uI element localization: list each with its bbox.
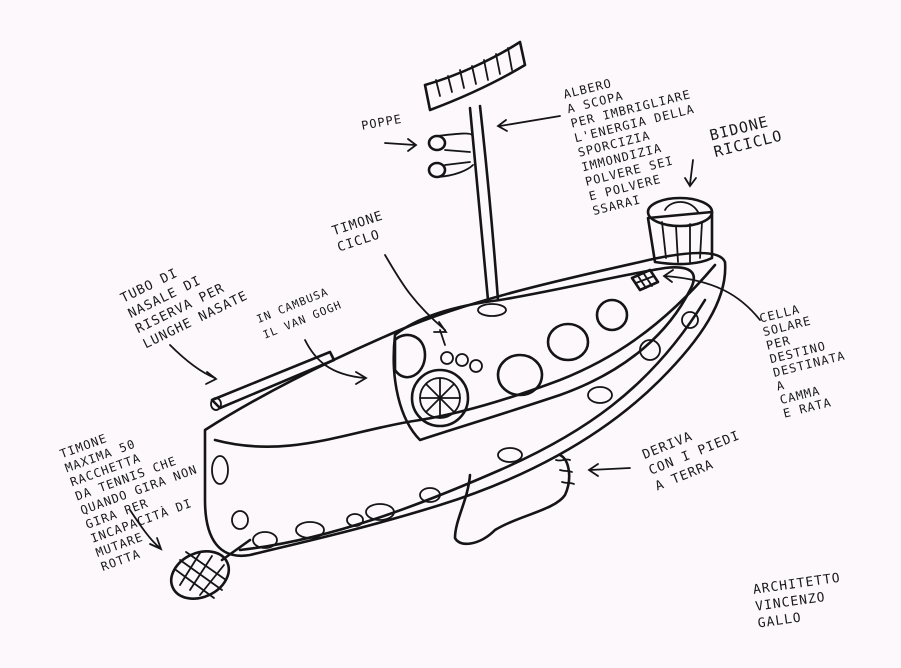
keel-feet: [453, 453, 571, 546]
cabin: [392, 266, 696, 442]
tennis-racket-rudder: [169, 538, 252, 600]
deck-line: [213, 263, 717, 448]
van-gogh-window: [393, 333, 427, 379]
porthole-3: [595, 298, 629, 332]
broom-mast: [468, 106, 490, 302]
broom-head: [423, 40, 527, 112]
recycle-bin: [646, 196, 714, 266]
annotation-arrows: [129, 115, 761, 551]
poppe-rolls: [427, 132, 474, 179]
hull-spots: [211, 311, 699, 549]
broom-bristles: [424, 47, 513, 101]
porthole-1: [496, 353, 544, 397]
hull-outline: [203, 251, 727, 558]
porthole-2: [546, 322, 590, 362]
steering-wheel: [410, 368, 470, 428]
solar-cell: [630, 268, 660, 292]
wheel-spokes: [419, 377, 461, 419]
nasal-tube: [210, 350, 336, 410]
hull-bottom: [238, 298, 707, 552]
